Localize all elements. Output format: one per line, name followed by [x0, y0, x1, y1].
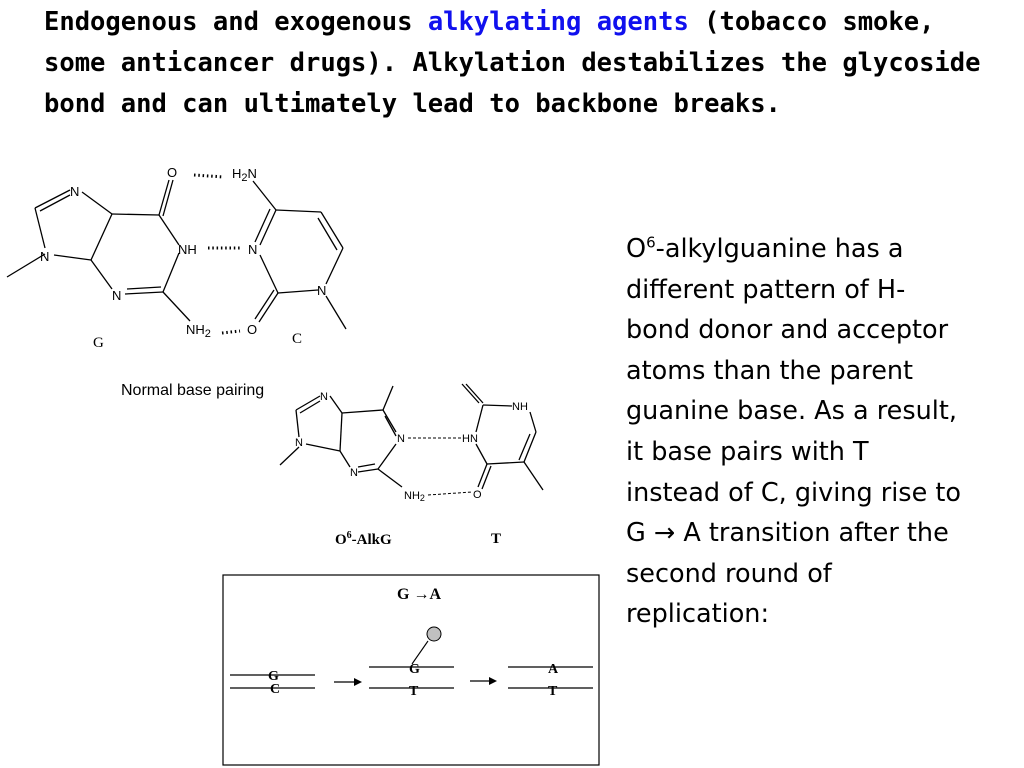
thy-atom-nh: NH [512, 401, 528, 413]
atom-h2n: H2N [232, 166, 257, 184]
label-c: C [292, 331, 302, 347]
alkylated-base-pair: N N N N NH2 HN NH O O6-AlkG T [279, 383, 544, 548]
step2-top-base: G [409, 662, 420, 677]
duplex-step-3: A T [508, 662, 593, 699]
duplex-step-1: G C [230, 669, 315, 697]
transition-box: G→A G C G T [222, 574, 600, 766]
normal-hydrogen-bonds [193, 173, 241, 335]
alkylguanine-structure [279, 385, 403, 488]
step3-bottom-base: T [548, 684, 558, 699]
alkyl-adduct-icon [426, 626, 442, 642]
atom-n3: N [112, 288, 121, 303]
side-body: -alkylguanine has a different pattern of… [626, 234, 961, 630]
step1-bottom-base: C [270, 682, 280, 697]
title-part1: Endogenous and exogenous [44, 7, 428, 37]
title-part2: (tobacco smoke, some anticancer drugs). … [44, 7, 981, 119]
atom-n1h: NH [178, 242, 197, 257]
alkg-atom-n7: N [320, 391, 328, 403]
side-o-superscript: 6 [646, 233, 656, 252]
step1-top-base: G [268, 669, 279, 684]
step2-bottom-base: T [409, 684, 419, 699]
transition-title: G→A [397, 586, 441, 603]
cytosine-structure [252, 180, 347, 330]
atom-nh2: NH2 [186, 322, 211, 340]
thymine-structure [461, 383, 544, 491]
atom-c-n1: N [317, 283, 326, 298]
side-explanation: O6-alkylguanine has a different pattern … [626, 229, 961, 635]
atom-c-n3: N [248, 242, 257, 257]
arrow-2 [470, 677, 497, 685]
transition-frame [222, 574, 600, 766]
atom-n7: N [70, 184, 79, 199]
alkg-atom-nh2: NH2 [404, 490, 425, 503]
atom-n9: N [40, 249, 49, 264]
guanine-structure [6, 179, 191, 322]
side-o: O [626, 234, 647, 264]
title-highlight: alkylating agents [427, 7, 689, 37]
thy-atom-o: O [473, 489, 482, 501]
duplex-step-2: G T [369, 626, 454, 699]
alkg-atom-n9: N [295, 437, 303, 449]
label-t: T [491, 531, 501, 547]
alkylated-hydrogen-bonds [408, 437, 473, 496]
normal-base-pair: N N N O NH NH2 H2N N N O G C Normal base… [6, 165, 347, 399]
arrow-1 [334, 678, 362, 686]
alkg-atom-n1: N [397, 433, 405, 445]
label-alkg: O6-AlkG [335, 530, 392, 548]
label-g: G [93, 335, 104, 351]
step3-top-base: A [548, 662, 559, 677]
atom-o6: O [167, 165, 177, 180]
normal-pairing-caption: Normal base pairing [121, 382, 264, 399]
atom-c-o2: O [247, 322, 257, 337]
title-text: Endogenous and exogenous alkylating agen… [44, 2, 984, 125]
alkg-atom-n3: N [350, 467, 358, 479]
thy-atom-hn: HN [462, 433, 478, 445]
